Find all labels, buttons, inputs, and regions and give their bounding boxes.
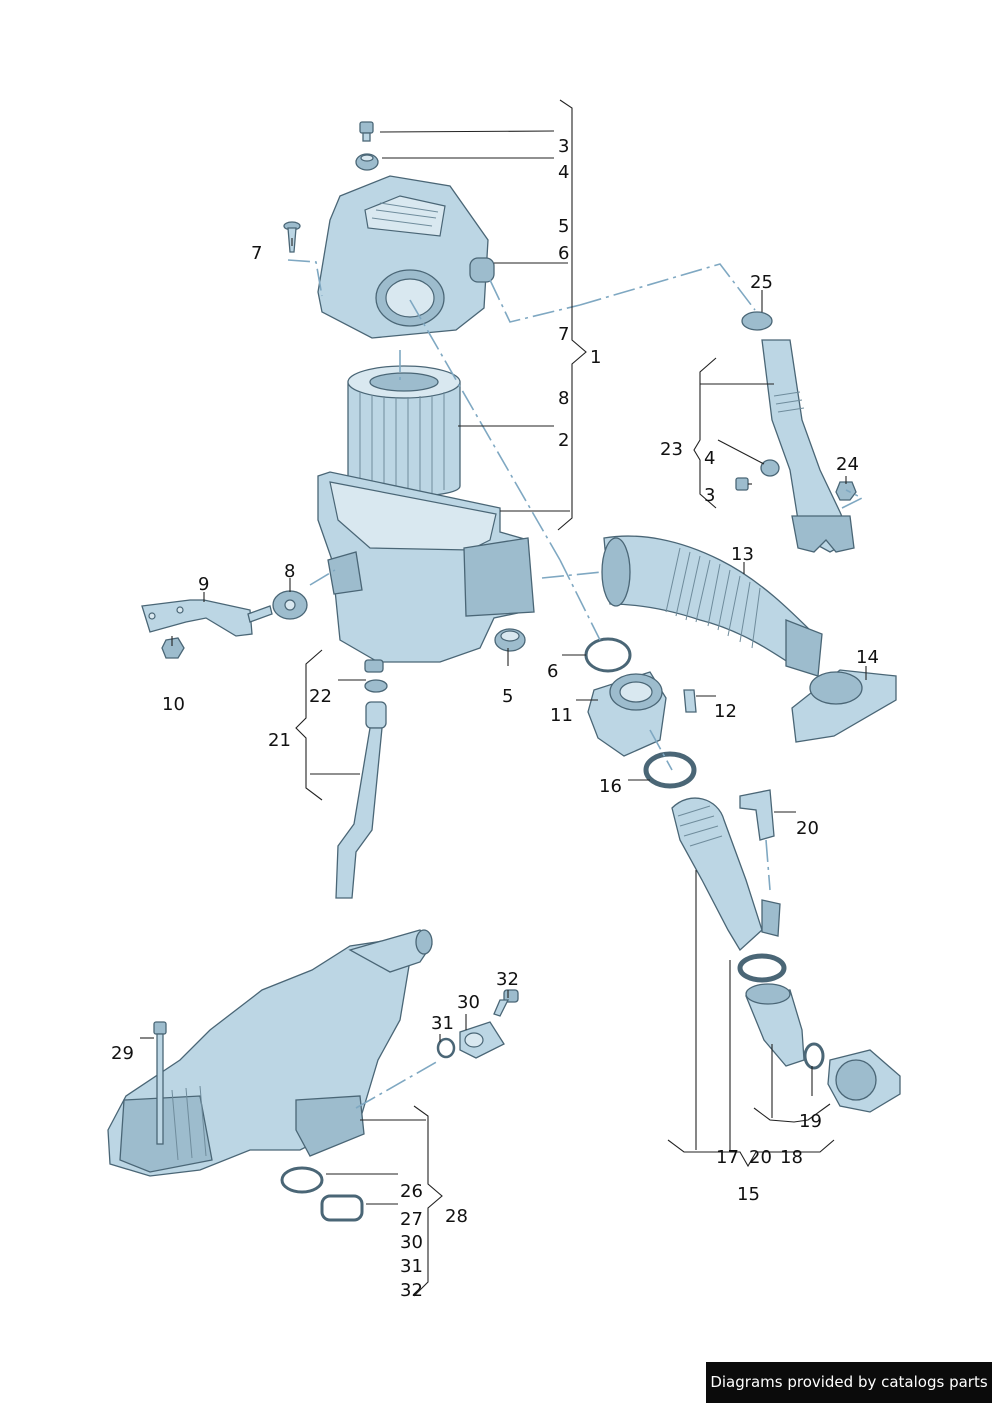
callout-32: 32 [496, 969, 519, 990]
callout-26: 26 [400, 1181, 423, 1202]
callout-32-list: 32 [400, 1280, 423, 1301]
alignment-dash-lines [287, 259, 864, 1109]
callout-12: 12 [714, 701, 737, 722]
callout-28: 28 [445, 1206, 468, 1227]
screw-part-12 [683, 689, 697, 713]
callout-4-right: 4 [704, 448, 715, 469]
flange-part-14 [791, 669, 897, 743]
bolt-part-3 [359, 121, 374, 142]
callout-23: 23 [660, 439, 683, 460]
callout-3-right: 3 [704, 485, 715, 506]
drain-hose-part-21 [335, 701, 387, 899]
clamp-part-20-lower [737, 953, 787, 983]
o-ring-part-19 [803, 1042, 825, 1070]
throttle-body-part [827, 1049, 901, 1113]
bolt-part-3-right [735, 477, 749, 491]
callout-leader-lines [140, 99, 867, 1297]
callout-5: 5 [558, 216, 569, 237]
callout-6: 6 [558, 243, 569, 264]
connector-flange-part-30 [459, 1021, 505, 1059]
callout-16: 16 [599, 776, 622, 797]
nut-part-24 [835, 481, 857, 501]
clamp-part-16 [643, 751, 697, 789]
callout-31: 31 [431, 1013, 454, 1034]
callout-31-list: 31 [400, 1256, 423, 1277]
credit-banner: Diagrams provided by catalogs parts [706, 1362, 992, 1403]
grommet-part-4-right [760, 459, 780, 477]
gasket-part-27 [320, 1194, 364, 1222]
callout-2: 2 [558, 430, 569, 451]
callout-7-right: 7 [558, 324, 569, 345]
connector-part-20 [739, 789, 775, 841]
grommet-part-5 [494, 628, 526, 652]
air-intake-hose-part-13 [601, 535, 823, 677]
callout-21: 21 [268, 730, 291, 751]
intake-pipe-part-23 [761, 339, 855, 553]
callout-9: 9 [198, 574, 209, 595]
callout-18: 18 [780, 1147, 803, 1168]
air-mass-meter-part-11 [587, 671, 667, 757]
callout-15: 15 [737, 1184, 760, 1205]
callout-10: 10 [162, 694, 185, 715]
callout-5-lower: 5 [502, 686, 513, 707]
air-filter-lower-housing-part [317, 471, 535, 673]
callout-24: 24 [836, 454, 859, 475]
callout-14: 14 [856, 647, 879, 668]
callout-4: 4 [558, 162, 569, 183]
o-ring-part-22 [364, 679, 388, 693]
callout-8-left: 8 [284, 561, 295, 582]
callout-1: 1 [590, 347, 601, 368]
callout-30-list: 30 [400, 1232, 423, 1253]
o-ring-part-6 [584, 637, 632, 673]
callout-6-lower: 6 [547, 661, 558, 682]
callout-19: 19 [799, 1111, 822, 1132]
callout-11: 11 [550, 705, 573, 726]
filter-element-part-2 [347, 365, 461, 498]
callout-27: 27 [400, 1209, 423, 1230]
o-ring-part-31 [436, 1037, 456, 1059]
bracket-part-9 [141, 599, 253, 637]
callout-13: 13 [731, 544, 754, 565]
callout-3: 3 [558, 136, 569, 157]
gasket-part-26 [280, 1166, 324, 1194]
callout-20-lower: 20 [749, 1147, 772, 1168]
clamp-part-25 [741, 311, 773, 331]
bolt-part-29 [153, 1021, 167, 1145]
mount-part-8 [247, 590, 308, 623]
grommet-part-4 [355, 153, 379, 171]
callout-22: 22 [309, 686, 332, 707]
callout-30: 30 [457, 992, 480, 1013]
callout-7: 7 [251, 243, 262, 264]
callout-8: 8 [558, 388, 569, 409]
bolt-part-32 [493, 989, 519, 1017]
nut-part-10 [161, 637, 185, 659]
intake-manifold-part [107, 929, 433, 1177]
callout-29: 29 [111, 1043, 134, 1064]
screw-part-7 [283, 221, 301, 253]
intake-hose-part-17 [671, 797, 781, 952]
callout-20: 20 [796, 818, 819, 839]
callout-25: 25 [750, 272, 773, 293]
air-filter-cover-part [317, 175, 495, 339]
callout-17: 17 [716, 1147, 739, 1168]
elbow-pipe-part-18 [745, 983, 805, 1067]
